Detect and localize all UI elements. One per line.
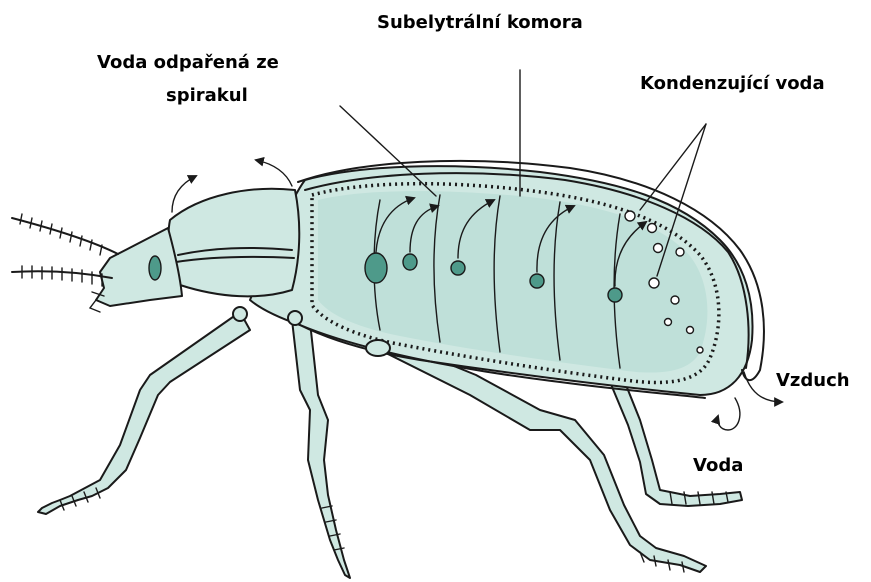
droplet [687, 327, 694, 334]
droplet [697, 347, 703, 353]
spiracle-1 [365, 253, 387, 283]
droplet [648, 224, 657, 233]
spiracle-4 [530, 274, 544, 288]
antennae [12, 214, 118, 286]
label-subelytral-chamber: Subelytrální komora [377, 12, 583, 33]
droplet [649, 278, 659, 288]
spiracle-3 [451, 261, 465, 275]
hind-leg-joint [366, 340, 390, 356]
droplet [625, 211, 635, 221]
droplet [676, 248, 684, 256]
droplet [665, 319, 672, 326]
front-leg-joint [233, 307, 247, 321]
middle-leg-joint [288, 311, 302, 325]
spiracle-5 [608, 288, 622, 302]
droplet [671, 296, 679, 304]
middle-leg [292, 320, 350, 578]
droplet [654, 244, 663, 253]
spiracle-2 [403, 254, 417, 270]
front-leg [38, 312, 250, 514]
label-water: Voda [693, 455, 743, 476]
label-air: Vzduch [776, 370, 850, 391]
eye [149, 256, 161, 280]
label-evaporated-water-line1: Voda odpařená ze [97, 52, 279, 73]
abdomen [250, 161, 764, 398]
motion-arrow-back [256, 160, 292, 186]
head [90, 228, 182, 312]
water-arrow [717, 398, 739, 430]
label-condensing-water: Kondenzující voda [640, 73, 825, 94]
label-evaporated-water-line2: spirakul [166, 85, 248, 106]
pronotum [168, 189, 299, 297]
